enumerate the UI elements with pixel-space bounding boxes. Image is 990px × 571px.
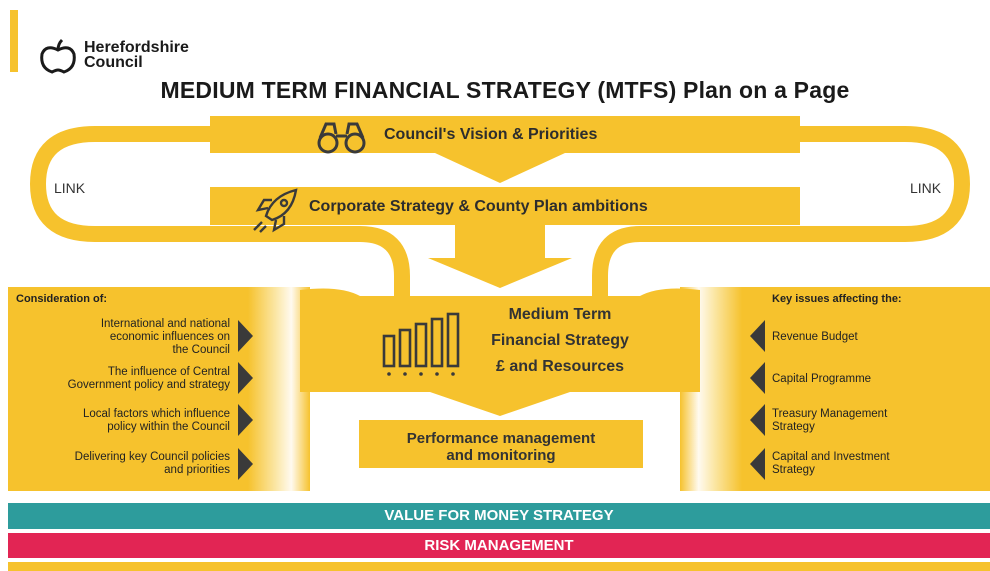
council-logo[interactable]: Herefordshire Council <box>84 39 189 71</box>
right-panel-heading: Key issues affecting the: <box>772 293 902 305</box>
value-for-money-band <box>8 503 990 529</box>
bar-chart-icon <box>382 312 460 368</box>
logo-accent-bar <box>10 10 18 72</box>
arrow-down-1 <box>435 153 565 183</box>
right-arrow-2 <box>750 362 765 394</box>
left-arrow-2 <box>238 362 253 394</box>
left-item-3: Local factors which influence policy wit… <box>83 408 230 434</box>
right-panel <box>742 287 990 491</box>
right-item-1-line-1: Revenue Budget <box>772 331 858 343</box>
binoculars-icon <box>317 122 366 154</box>
left-item-1: International and national economic infl… <box>101 318 230 357</box>
left-panel <box>8 287 256 491</box>
right-item-2: Capital Programme <box>772 373 871 386</box>
arrow-down-2 <box>428 225 572 288</box>
rocket-icon <box>253 188 298 233</box>
arrow-down-3 <box>430 392 570 416</box>
right-item-1: Revenue Budget <box>772 331 858 344</box>
right-item-3-line-1: Treasury Management <box>772 408 888 420</box>
apple-logo-icon <box>40 38 76 74</box>
left-arrow-3 <box>238 404 253 436</box>
bar-chart-dots <box>387 372 455 376</box>
left-panel-heading: Consideration of: <box>16 293 108 305</box>
page-title: MEDIUM TERM FINANCIAL STRATEGY (MTFS) Pl… <box>160 77 850 103</box>
right-item-2-line-1: Capital Programme <box>772 373 872 385</box>
right-arrow-3 <box>750 404 765 436</box>
left-item-3-line-1: Local factors which influence <box>82 408 230 420</box>
risk-management-band <box>8 533 990 558</box>
right-item-4-line-2: Strategy <box>772 464 815 476</box>
left-item-1-line-2: economic influences on <box>109 331 230 343</box>
link-label-left: LINK <box>54 180 86 196</box>
left-arrow-4 <box>238 448 253 480</box>
bottom-yellow-band <box>8 562 990 571</box>
risk-management-label: RISK MANAGEMENT <box>424 537 574 554</box>
right-item-4-line-1: Capital and Investment <box>772 451 890 463</box>
right-arrow-1 <box>750 320 765 352</box>
left-item-2-line-2: Government policy and strategy <box>67 379 230 391</box>
left-item-4-line-1: Delivering key Council policies <box>74 451 230 463</box>
center-line-2: Financial Strategy <box>491 332 629 349</box>
left-item-4: Delivering key Council policies and prio… <box>75 451 230 477</box>
left-arrow-1 <box>238 320 253 352</box>
center-line-1: Medium Term <box>508 306 612 323</box>
performance-text: Performance management and monitoring <box>359 430 643 464</box>
left-item-2: The influence of Central Government poli… <box>68 366 230 392</box>
right-item-3-line-2: Strategy <box>772 421 815 433</box>
link-loop-left <box>29 126 410 300</box>
logo-line-2: Council <box>84 54 143 71</box>
center-line-3: £ and Resources <box>495 358 625 375</box>
left-item-2-line-1: The influence of Central <box>107 366 230 378</box>
performance-line-2: and monitoring <box>446 447 556 464</box>
corporate-label: Corporate Strategy & County Plan ambitio… <box>309 198 648 215</box>
right-arrow-4 <box>750 448 765 480</box>
link-loop-right <box>592 126 971 300</box>
right-item-4: Capital and Investment Strategy <box>772 451 890 477</box>
right-item-3: Treasury Management Strategy <box>772 408 887 434</box>
left-scroll <box>248 287 310 491</box>
performance-line-1: Performance management <box>406 430 596 447</box>
vision-label: Council's Vision & Priorities <box>384 126 598 143</box>
logo-line-1: Herefordshire <box>84 39 189 56</box>
link-label-right: LINK <box>910 180 942 196</box>
vision-band <box>210 116 800 153</box>
value-for-money-label: VALUE FOR MONEY STRATEGY <box>384 507 614 524</box>
corporate-band <box>210 187 800 225</box>
left-item-1-line-1: International and national <box>100 318 230 330</box>
left-item-1-line-3: the Council <box>172 344 230 356</box>
left-item-4-line-2: and priorities <box>164 464 230 476</box>
left-item-3-line-2: policy within the Council <box>107 421 230 433</box>
performance-box <box>359 420 643 468</box>
